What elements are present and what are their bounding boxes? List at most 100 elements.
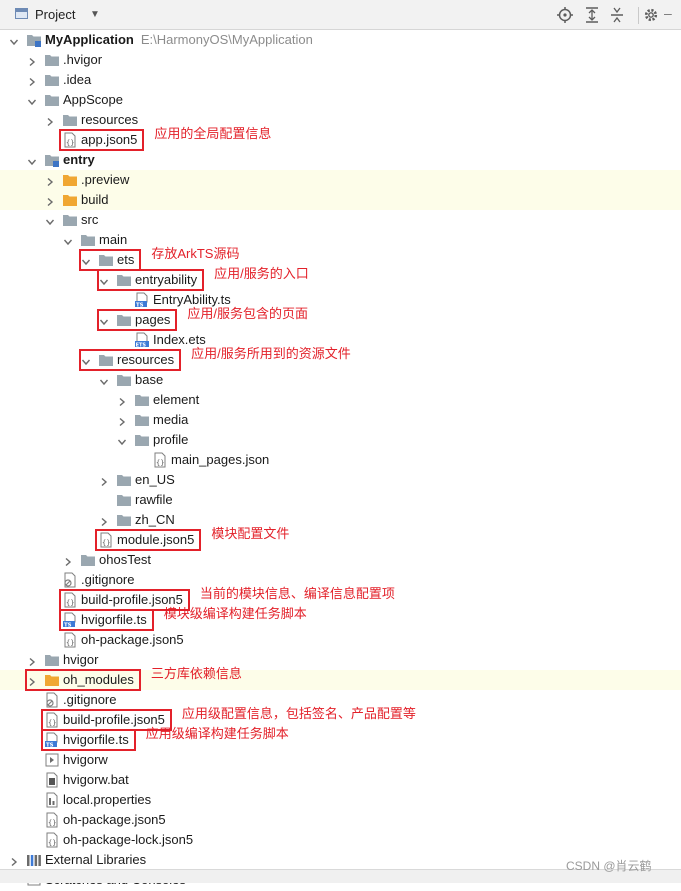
chevron-right-icon[interactable]	[99, 475, 109, 487]
tree-row-gitignore[interactable]: .gitignore	[0, 690, 681, 710]
chevron-down-icon[interactable]	[99, 275, 109, 286]
chevron-right-icon[interactable]	[99, 515, 109, 527]
hide-panel-icon[interactable]: –	[664, 5, 672, 21]
tree-row-oh-modules[interactable]: oh_modules	[0, 670, 681, 690]
tree-row-preview[interactable]: .preview	[0, 170, 681, 190]
chevron-right-icon[interactable]	[45, 175, 55, 187]
tree-item-label: media	[153, 412, 189, 427]
expand-all-icon[interactable]	[583, 6, 601, 24]
tree-row-gitignore[interactable]: .gitignore	[0, 570, 681, 590]
tree-row-hvigorw-bat[interactable]: hvigorw.bat	[0, 770, 681, 790]
folder-orange-icon	[62, 192, 78, 208]
view-selector-chevron-down-icon[interactable]: ▼	[90, 9, 100, 20]
tree-row-entryability[interactable]: entryability	[0, 270, 681, 290]
tree-row-idea[interactable]: .idea	[0, 70, 681, 90]
tree-row-rawfile[interactable]: rawfile	[0, 490, 681, 510]
tree-row-build-profile-json5[interactable]: {}build-profile.json5	[0, 590, 681, 610]
folder-orange-icon	[44, 672, 60, 688]
chevron-right-icon[interactable]	[117, 395, 127, 407]
chevron-right-icon[interactable]	[9, 855, 19, 867]
chevron-down-icon[interactable]	[9, 35, 19, 46]
project-view-title[interactable]: Project	[35, 7, 76, 22]
tree-row-external-libraries[interactable]: External Libraries	[0, 850, 681, 870]
chevron-right-icon[interactable]	[63, 555, 73, 567]
folder-icon	[98, 352, 114, 368]
json-file-icon: {}	[62, 132, 78, 148]
chevron-right-icon[interactable]	[27, 675, 37, 687]
chevron-right-icon[interactable]	[117, 415, 127, 427]
tree-row-media[interactable]: media	[0, 410, 681, 430]
tree-item-label: src	[81, 212, 99, 227]
annotation-box	[41, 729, 136, 751]
tree-row-resources[interactable]: resources	[0, 350, 681, 370]
tree-row-hvigor[interactable]: hvigor	[0, 650, 681, 670]
tree-item-label: hvigor	[63, 652, 99, 667]
settings-icon[interactable]	[642, 6, 660, 24]
chevron-down-icon[interactable]	[45, 215, 55, 226]
svg-text:TS: TS	[64, 622, 72, 628]
tree-row-oh-package-json5[interactable]: {}oh-package.json5	[0, 630, 681, 650]
tree-row-ohostest[interactable]: ohosTest	[0, 550, 681, 570]
tree-item-label: element	[153, 392, 200, 407]
chevron-down-icon[interactable]	[99, 315, 109, 326]
tree-row-build[interactable]: build	[0, 190, 681, 210]
svg-text:{}: {}	[48, 839, 56, 847]
tree-row-oh-package-json5[interactable]: {}oh-package.json5	[0, 810, 681, 830]
tree-item-label: .gitignore	[81, 572, 135, 587]
tree-item-label: AppScope	[63, 92, 123, 107]
tree-row-oh-package-lock-json5[interactable]: {}oh-package-lock.json5	[0, 830, 681, 850]
svg-text:{}: {}	[102, 539, 110, 547]
folder-icon	[44, 92, 60, 108]
tree-item-label: .preview	[81, 172, 130, 187]
tree-row-main[interactable]: main	[0, 230, 681, 250]
chevron-down-icon[interactable]	[99, 375, 109, 386]
tree-item-label: oh-package.json5	[81, 632, 184, 647]
chevron-right-icon[interactable]	[27, 55, 37, 67]
tree-row-ets[interactable]: ets	[0, 250, 681, 270]
tree-row-resources[interactable]: resources	[0, 110, 681, 130]
chevron-down-icon[interactable]	[81, 355, 91, 366]
tree-row-en-us[interactable]: en_US	[0, 470, 681, 490]
chevron-right-icon[interactable]	[45, 195, 55, 207]
tree-row-zh-cn[interactable]: zh_CN	[0, 510, 681, 530]
tree-row-build-profile-json5[interactable]: {}build-profile.json5	[0, 710, 681, 730]
properties-file-icon	[44, 792, 60, 808]
chevron-down-icon[interactable]	[117, 435, 127, 446]
json-file-icon: {}	[44, 832, 60, 848]
annotation-note: 应用的全局配置信息	[154, 126, 272, 141]
tree-row-profile[interactable]: profile	[0, 430, 681, 450]
collapse-all-icon[interactable]	[608, 6, 626, 24]
tree-row-hvigorw[interactable]: hvigorw	[0, 750, 681, 770]
horizontal-scrollbar[interactable]	[0, 869, 681, 883]
tree-row-main-pages-json[interactable]: {}main_pages.json	[0, 450, 681, 470]
tree-row-base[interactable]: base	[0, 370, 681, 390]
chevron-down-icon[interactable]	[27, 155, 37, 166]
locate-icon[interactable]	[556, 6, 574, 24]
tree-row-module-json5[interactable]: {} module.json5	[0, 530, 681, 550]
chevron-right-icon[interactable]	[45, 115, 55, 127]
tree-row-hvigor[interactable]: .hvigor	[0, 50, 681, 70]
folder-icon	[44, 72, 60, 88]
chevron-down-icon[interactable]	[27, 95, 37, 106]
tree-row-element[interactable]: element	[0, 390, 681, 410]
chevron-down-icon[interactable]	[63, 235, 73, 246]
svg-text:ETS: ETS	[136, 342, 147, 348]
folder-icon	[116, 472, 132, 488]
tree-row-local-properties[interactable]: local.properties	[0, 790, 681, 810]
chevron-right-icon[interactable]	[27, 655, 37, 667]
tree-item-label: module.json5	[117, 532, 195, 547]
tree-item-label: en_US	[135, 472, 175, 487]
annotation-note: 应用/服务所用到的资源文件	[191, 346, 351, 361]
tree-row-entry[interactable]: entry	[0, 150, 681, 170]
tree-row-pages[interactable]: pages	[0, 310, 681, 330]
chevron-down-icon[interactable]	[81, 255, 91, 266]
tree-row-appscope[interactable]: AppScope	[0, 90, 681, 110]
tree-row-app-json5[interactable]: {}app.json5	[0, 130, 681, 150]
tree-row-src[interactable]: src	[0, 210, 681, 230]
chevron-right-icon[interactable]	[27, 75, 37, 87]
